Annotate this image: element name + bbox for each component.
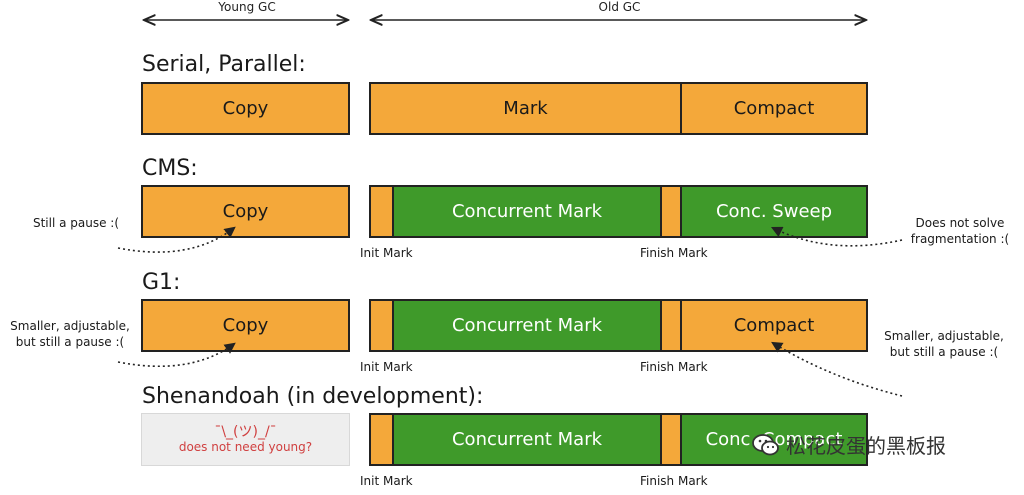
g1-right-note-line-1: Smaller, adjustable, [884, 329, 1004, 343]
shenandoah-finish-mark-label: Finish Mark [640, 474, 708, 488]
cms-title: CMS: [142, 156, 198, 181]
g1-init-mark-label: Init Mark [360, 360, 413, 374]
cms-left-pointer [117, 226, 236, 253]
g1-right-pointer [771, 341, 903, 397]
serial-parallel-title: Serial, Parallel: [142, 52, 306, 77]
shenandoah-conc-compact-box: Conc. Compact [680, 413, 868, 466]
g1-title: G1: [142, 270, 181, 295]
g1-left-note-line-1: Smaller, adjustable, [10, 319, 130, 333]
cms-init-mark-label: Init Mark [360, 246, 413, 260]
g1-right-note: Smaller, adjustable, but still a pause :… [876, 328, 1012, 360]
header-arrows [0, 0, 1024, 40]
cms-concurrent-mark-box: Concurrent Mark [392, 185, 662, 238]
shrug-emoticon: ¯\_(ツ)_/¯ [214, 423, 277, 440]
cms-right-note-line-2: fragmentation :( [910, 232, 1010, 246]
g1-compact-box: Compact [680, 299, 868, 352]
g1-concurrent-mark-box: Concurrent Mark [392, 299, 662, 352]
shenandoah-init-mark-label: Init Mark [360, 474, 413, 488]
g1-left-note: Smaller, adjustable, but still a pause :… [2, 318, 138, 350]
old-gc-label: Old GC [598, 0, 641, 14]
shenandoah-young-note: does not need young? [178, 439, 313, 454]
serial-copy-box: Copy [141, 82, 350, 135]
wechat-icon [752, 433, 779, 455]
shenandoah-concurrent-mark-box: Concurrent Mark [392, 413, 662, 466]
cms-left-note: Still a pause :( [32, 216, 120, 230]
young-gc-label: Young GC [218, 0, 276, 14]
shenandoah-young-box: ¯\_(ツ)_/¯ does not need young? [141, 413, 350, 466]
g1-right-note-line-2: but still a pause :( [889, 345, 999, 359]
shenandoah-title: Shenandoah (in development): [142, 384, 484, 409]
watermark: 松花皮蛋的黑板报 [752, 430, 946, 459]
g1-left-note-line-2: but still a pause :( [15, 335, 125, 349]
cms-right-note-line-1: Does not solve [915, 216, 1005, 230]
serial-mark-box: Mark [369, 82, 682, 135]
cms-copy-box: Copy [141, 185, 350, 238]
g1-finish-mark-label: Finish Mark [640, 360, 708, 374]
g1-left-pointer [117, 342, 236, 368]
cms-finish-mark-label: Finish Mark [640, 246, 708, 260]
cms-right-note: Does not solve fragmentation :( [896, 215, 1024, 247]
watermark-text: 松花皮蛋的黑板报 [786, 434, 946, 458]
serial-compact-box: Compact [680, 82, 868, 135]
shenandoah-init-mark-box [369, 413, 394, 466]
g1-copy-box: Copy [141, 299, 350, 352]
cms-right-pointer [770, 226, 903, 247]
